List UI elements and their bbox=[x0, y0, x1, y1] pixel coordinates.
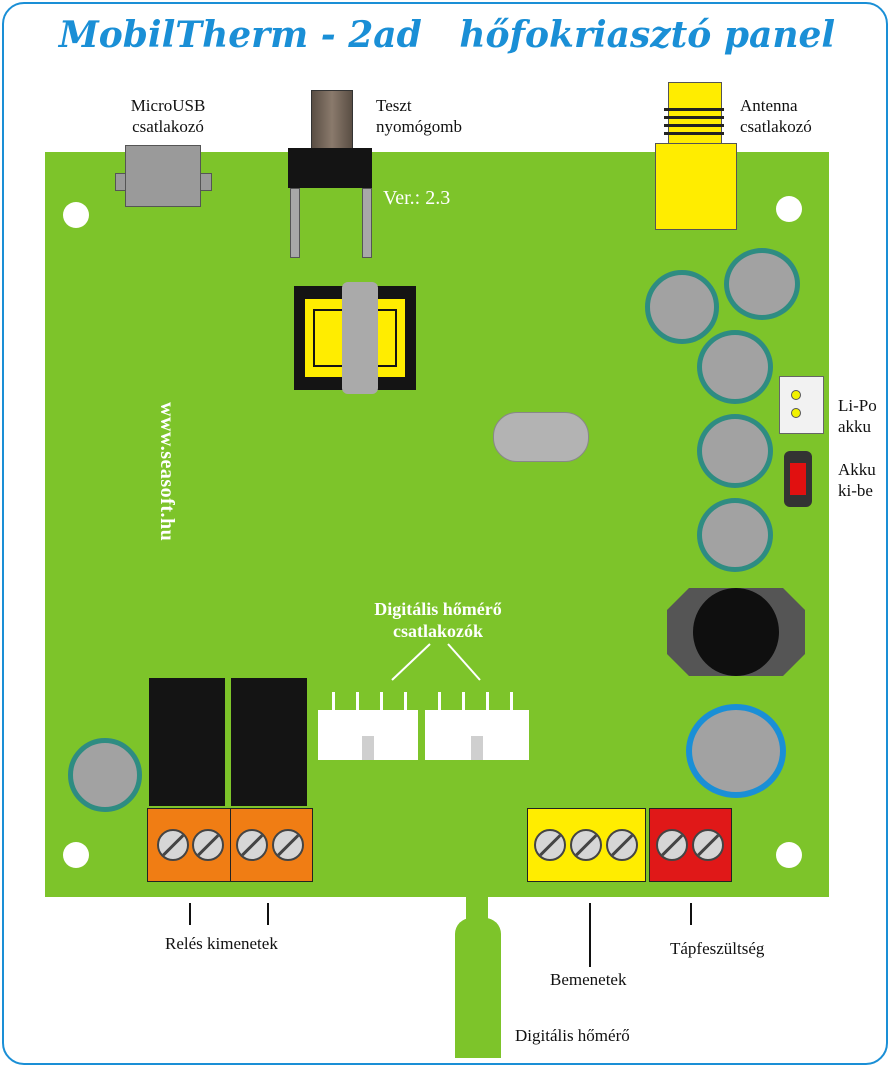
crystal-oscillator bbox=[493, 412, 589, 462]
header-pin bbox=[510, 692, 513, 710]
test-button-leg bbox=[290, 188, 300, 258]
dt-label-line2: csatlakozók bbox=[393, 621, 483, 641]
label-antenna: Antenna csatlakozó bbox=[740, 95, 812, 137]
header-pin bbox=[380, 692, 383, 710]
label-battery-switch: Akku ki-be bbox=[838, 459, 876, 501]
dt-label-line1: Digitális hőmérő bbox=[374, 599, 502, 619]
screw-terminal-icon bbox=[236, 829, 268, 861]
screw-terminal-icon bbox=[192, 829, 224, 861]
antenna-thread-ring bbox=[664, 132, 724, 135]
header-pin bbox=[356, 692, 359, 710]
label-antenna-line2: csatlakozó bbox=[740, 117, 812, 136]
header-pin bbox=[332, 692, 335, 710]
header-slot bbox=[471, 736, 483, 760]
screw-terminal-icon bbox=[656, 829, 688, 861]
capacitor bbox=[697, 498, 773, 572]
relay-1 bbox=[149, 678, 225, 806]
capacitor bbox=[697, 330, 773, 404]
header-pin bbox=[438, 692, 441, 710]
page-title: MobilTherm - 2ad hőfokriasztó panel bbox=[58, 14, 836, 56]
thermometer-header-2 bbox=[425, 710, 529, 760]
antenna-thread-ring bbox=[664, 108, 724, 111]
test-button-cap bbox=[311, 90, 353, 152]
label-test-button-line1: Teszt bbox=[376, 96, 412, 115]
screw-terminal-icon bbox=[534, 829, 566, 861]
power-terminal bbox=[649, 808, 732, 882]
lipo-battery-connector bbox=[779, 376, 824, 434]
label-microusb: MicroUSB csatlakozó bbox=[108, 95, 228, 137]
label-microusb-line1: MicroUSB bbox=[130, 96, 206, 115]
screw-terminal-icon bbox=[692, 829, 724, 861]
test-button-leg bbox=[362, 188, 372, 258]
label-switch-line1: Akku bbox=[838, 460, 876, 479]
label-relay-outputs: Relés kimenetek bbox=[165, 934, 278, 953]
version-text: Ver.: 2.3 bbox=[383, 187, 451, 209]
leader-line bbox=[589, 903, 591, 967]
header-pin bbox=[462, 692, 465, 710]
label-antenna-line1: Antenna bbox=[740, 96, 798, 115]
header-pin bbox=[486, 692, 489, 710]
mounting-hole-icon bbox=[776, 842, 802, 868]
battery-switch bbox=[784, 451, 812, 507]
header-pin bbox=[404, 692, 407, 710]
input-terminal bbox=[527, 808, 646, 882]
pointer-line bbox=[447, 643, 481, 681]
label-test-button: Teszt nyomógomb bbox=[376, 95, 462, 137]
leader-line bbox=[189, 903, 191, 925]
capacitor bbox=[68, 738, 142, 812]
label-inputs: Bemenetek bbox=[550, 970, 627, 989]
website-text: www.seasoft.hu bbox=[156, 402, 178, 542]
header-slot bbox=[362, 736, 374, 760]
mounting-hole-icon bbox=[776, 196, 802, 222]
thermometer-header-1 bbox=[318, 710, 418, 760]
antenna-thread-ring bbox=[664, 116, 724, 119]
lipo-pin bbox=[791, 390, 801, 400]
buzzer bbox=[667, 588, 805, 676]
digital-thermometer-connectors-label: Digitális hőmérő csatlakozók bbox=[338, 598, 538, 642]
inductor-core bbox=[342, 282, 378, 394]
connector-pointer-lines bbox=[391, 643, 481, 681]
pointer-line bbox=[391, 643, 431, 681]
screw-terminal-icon bbox=[606, 829, 638, 861]
label-microusb-line2: csatlakozó bbox=[132, 117, 204, 136]
lipo-pin bbox=[791, 408, 801, 418]
relay-terminal-2 bbox=[230, 808, 313, 882]
capacitor bbox=[697, 414, 773, 488]
thermometer-probe bbox=[455, 918, 501, 1058]
label-digital-thermometer: Digitális hőmérő bbox=[515, 1026, 630, 1045]
screw-terminal-icon bbox=[272, 829, 304, 861]
large-capacitor bbox=[686, 704, 786, 798]
label-switch-line2: ki-be bbox=[838, 481, 873, 500]
label-power-supply: Tápfeszültség bbox=[670, 939, 765, 958]
antenna-connector bbox=[655, 143, 737, 230]
screw-terminal-icon bbox=[157, 829, 189, 861]
label-lipo-line1: Li-Po bbox=[838, 396, 877, 415]
label-lipo-battery: Li-Po akku bbox=[838, 395, 877, 437]
screw-terminal-icon bbox=[570, 829, 602, 861]
test-button-base bbox=[288, 148, 372, 188]
relay-terminal-1 bbox=[147, 808, 231, 882]
antenna-thread bbox=[668, 82, 722, 146]
label-test-button-line2: nyomógomb bbox=[376, 117, 462, 136]
leader-line bbox=[690, 903, 692, 925]
antenna-thread-ring bbox=[664, 124, 724, 127]
label-lipo-line2: akku bbox=[838, 417, 872, 436]
leader-line bbox=[267, 903, 269, 925]
capacitor bbox=[645, 270, 719, 344]
relay-2 bbox=[231, 678, 307, 806]
buzzer-membrane bbox=[693, 588, 779, 676]
microusb-connector bbox=[125, 145, 201, 207]
capacitor bbox=[724, 248, 800, 320]
mounting-hole-icon bbox=[63, 202, 89, 228]
mounting-hole-icon bbox=[63, 842, 89, 868]
battery-switch-lever bbox=[790, 463, 806, 495]
